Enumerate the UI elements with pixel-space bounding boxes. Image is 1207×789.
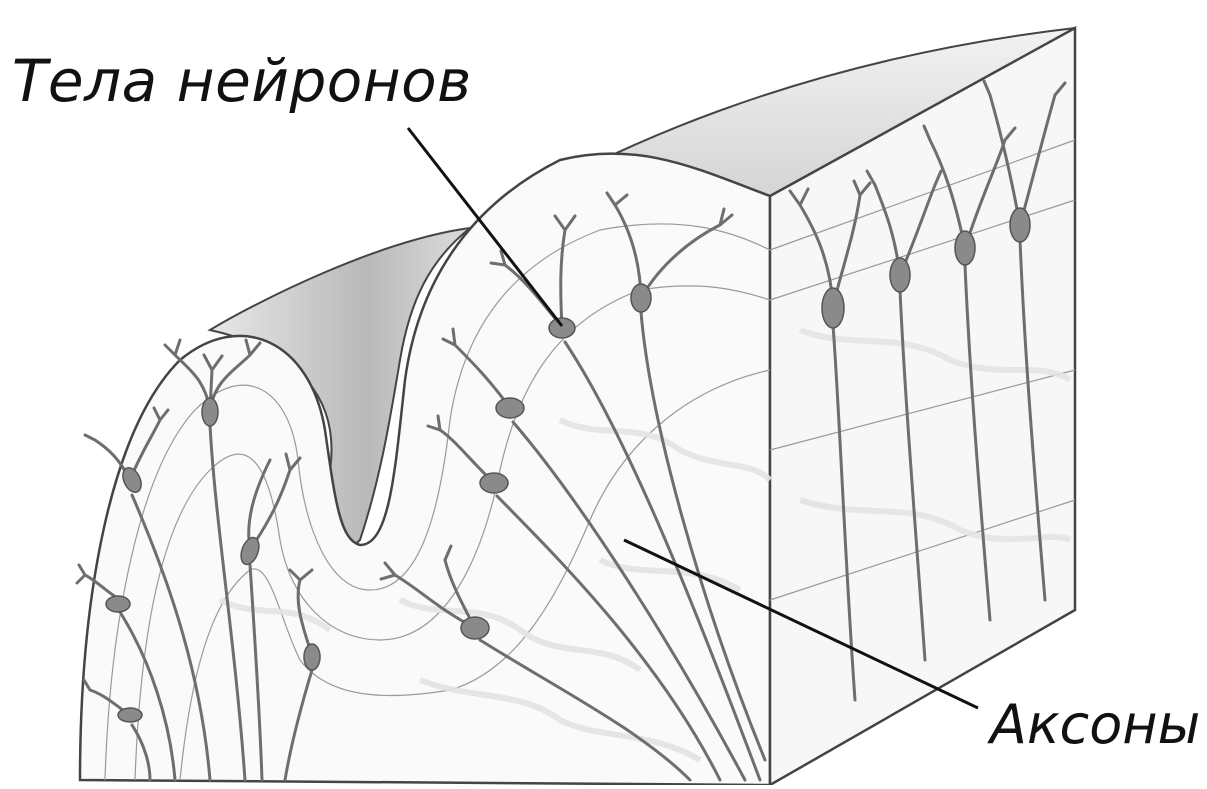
label-neuron-bodies: Тела нейронов — [12, 52, 472, 110]
label-axons: Аксоны — [990, 698, 1200, 752]
